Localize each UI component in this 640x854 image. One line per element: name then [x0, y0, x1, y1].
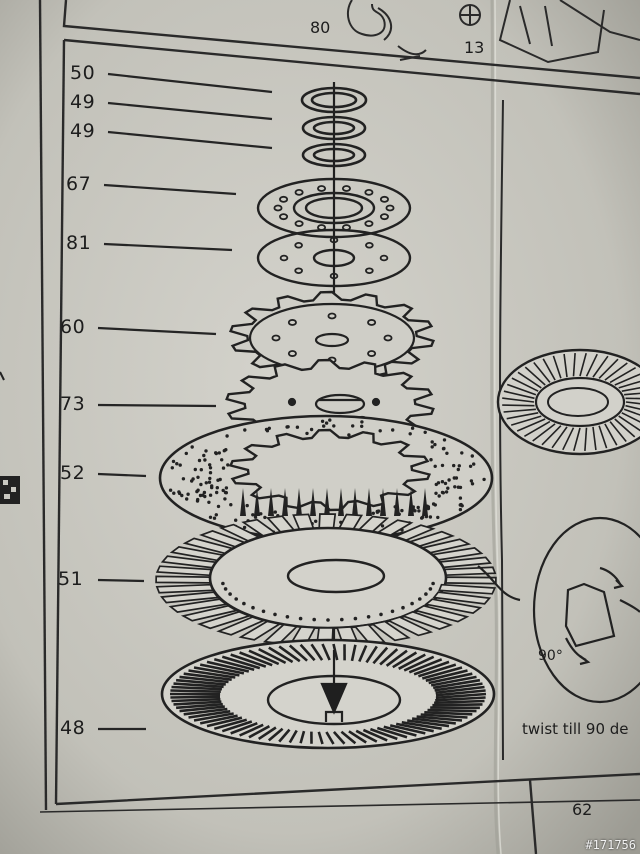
part-label-49a: 49	[70, 91, 96, 113]
ref-label-62: 62	[572, 800, 593, 819]
part-label-49b: 49	[70, 120, 96, 142]
leader-lines	[97, 72, 273, 731]
part-label-48: 48	[60, 717, 86, 739]
part-label-51: 51	[58, 568, 84, 590]
gear-plate-60	[228, 290, 436, 382]
plate-81	[256, 228, 412, 288]
ref-label-80: 80	[310, 18, 331, 37]
part-label-73: 73	[60, 393, 86, 415]
top-ref-sketches	[346, 0, 640, 64]
left-edge-fragments	[0, 371, 20, 504]
ref-label-13: 13	[464, 38, 485, 57]
side-detail	[496, 348, 640, 456]
part-label-50: 50	[70, 62, 96, 84]
washers-50-49	[300, 86, 368, 168]
twist-detail	[477, 516, 640, 704]
twist-caption: twist till 90 de	[522, 720, 629, 738]
part-label-81: 81	[66, 232, 92, 254]
panel-frames	[38, 0, 640, 854]
part-label-52: 52	[60, 462, 86, 484]
part-label-67: 67	[66, 173, 92, 195]
watermark: #171756	[585, 838, 636, 852]
angle-label: 90°	[538, 648, 563, 664]
part-label-60: 60	[60, 316, 86, 338]
